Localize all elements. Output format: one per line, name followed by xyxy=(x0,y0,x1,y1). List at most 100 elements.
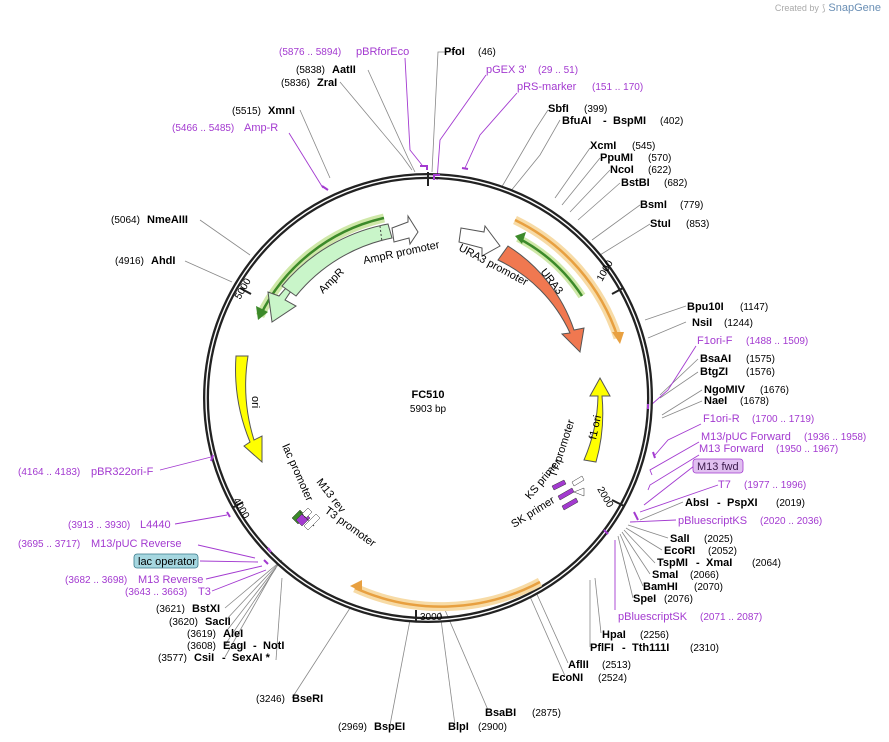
primer-pbr322ori-f-pos: (4164 .. 4183) xyxy=(18,467,80,478)
enzyme-eagi: EagI xyxy=(223,640,246,652)
enzyme-xmai: XmaI xyxy=(706,557,732,569)
enzyme-bfuai-pos: (402) xyxy=(660,116,683,127)
snapgene-brand: Created by ⟆ SnapGene xyxy=(775,2,881,14)
primer-t7-pos: (1977 .. 1996) xyxy=(744,480,806,491)
primer-amp-r: Amp-R xyxy=(244,122,278,134)
tick-3000: 3000 xyxy=(420,612,443,623)
enzyme-alei: AleI xyxy=(223,628,243,640)
enzyme-aatii-pos: (5838) xyxy=(296,65,325,76)
enzyme-tspmi-pos: (2064) xyxy=(752,558,781,569)
enzyme-hpai: HpaI xyxy=(602,629,626,641)
enzyme-xmni: XmnI xyxy=(268,105,295,117)
enzyme-blpi: BlpI xyxy=(448,721,469,733)
enzyme-bsaai-pos: (1575) xyxy=(746,354,775,365)
enzyme-tth111i-sep: - xyxy=(622,642,626,654)
tick-5000: 5000 xyxy=(233,276,254,301)
primer-f1ori-r: F1ori-R xyxy=(703,413,740,425)
enzyme-bsmi-pos: (779) xyxy=(680,200,703,211)
enzyme-sbfi: SbfI xyxy=(548,103,569,115)
enzyme-ppumi-pos: (570) xyxy=(648,153,671,164)
enzyme-nsii: NsiI xyxy=(692,317,712,329)
enzyme-naei-pos: (1678) xyxy=(740,396,769,407)
enzyme-ecori: EcoRI xyxy=(664,545,695,557)
enzyme-absi: AbsI xyxy=(685,497,709,509)
primer-m13-fwd: M13 fwd xyxy=(697,461,739,473)
feature-lac-operator: lac operator xyxy=(138,556,196,568)
primer-pbrforeco: pBRforEco xyxy=(356,46,409,58)
enzyme-nsii-pos: (1244) xyxy=(724,318,753,329)
primer-f1ori-f-pos: (1488 .. 1509) xyxy=(746,336,808,347)
enzyme-bpu10i-pos: (1147) xyxy=(740,302,768,313)
enzyme-econi: EcoNI xyxy=(552,672,583,684)
enzyme-naei: NaeI xyxy=(704,395,727,407)
enzyme-sexai-sep: - xyxy=(222,652,226,664)
primer-pbrforeco-pos: (5876 .. 5894) xyxy=(279,47,341,58)
enzyme-bspei-pos: (2969) xyxy=(338,722,367,733)
enzyme-spei: SpeI xyxy=(633,593,656,605)
primer-l4440: L4440 xyxy=(140,519,171,531)
feature-t3-promoter: T3 promoter xyxy=(322,505,378,550)
enzyme-bspmi: BspMI xyxy=(613,115,646,127)
tick-2000: 2000 xyxy=(594,485,615,510)
primer-m13-reverse: M13 Reverse xyxy=(138,574,203,586)
plasmid-size: 5903 bp xyxy=(410,404,447,415)
enzyme-ncoi: NcoI xyxy=(610,164,634,176)
primer-t7: T7 xyxy=(718,479,731,491)
enzyme-econi-pos: (2524) xyxy=(598,673,627,684)
enzyme-sacii-pos: (3620) xyxy=(169,617,198,628)
enzyme-pspxi: PspXI xyxy=(727,497,758,509)
ura3-orf-green xyxy=(517,236,584,297)
enzyme-bspei: BspEI xyxy=(374,721,405,733)
enzyme-ecori-pos: (2052) xyxy=(708,546,737,557)
enzyme-btgzi-pos: (1576) xyxy=(746,367,775,378)
enzyme-smai: SmaI xyxy=(652,569,678,581)
lac-region-features xyxy=(291,507,321,531)
enzyme-tth111i: Tth111I xyxy=(632,642,669,654)
snapgene-logo-icon: ⟆ xyxy=(821,2,826,13)
enzyme-btgzi: BtgZI xyxy=(700,366,728,378)
primer-m13puc-forward-pos: (1936 .. 1958) xyxy=(804,432,866,443)
enzyme-sexai: SexAI * xyxy=(232,652,271,664)
enzyme-bstbi-pos: (682) xyxy=(664,178,687,189)
enzyme-sali: SalI xyxy=(670,533,690,545)
enzyme-ahdi-pos: (4916) xyxy=(115,256,144,267)
primer-m13-forward: M13 Forward xyxy=(699,443,764,455)
lac-operator-box xyxy=(133,553,199,569)
enzyme-zrai-pos: (5836) xyxy=(281,78,310,89)
enzyme-absi-pos: (2019) xyxy=(776,498,805,509)
enzyme-pspxi-sep: - xyxy=(717,497,721,509)
m13-fwd-box xyxy=(692,458,744,474)
enzyme-bseri: BseRI xyxy=(292,693,323,705)
site-leader-lines xyxy=(184,51,703,726)
feature-ori: ori xyxy=(249,396,261,408)
primer-m13puc-reverse-pos: (3695 .. 3717) xyxy=(18,539,80,550)
enzyme-bamhi-pos: (2070) xyxy=(694,582,723,593)
enzyme-ncoi-pos: (622) xyxy=(648,165,671,176)
enzyme-bsmi: BsmI xyxy=(640,199,667,211)
enzyme-bsaai: BsaAI xyxy=(700,353,731,365)
enzyme-bsabi-pos: (2875) xyxy=(532,708,561,719)
enzyme-pflfi: PflFI xyxy=(590,642,614,654)
ura3-feature xyxy=(497,245,585,354)
primer-pbluescriptsk: pBluescriptSK xyxy=(618,611,688,623)
enzyme-csii-pos: (3577) xyxy=(158,653,187,664)
primer-pbluescriptks: pBluescriptKS xyxy=(678,515,747,527)
enzyme-sacii: SacII xyxy=(205,616,231,628)
primer-t3: T3 xyxy=(198,586,211,598)
plasmid-name: FC510 xyxy=(411,389,444,401)
enzyme-hpai-pos: (2256) xyxy=(640,630,669,641)
ks-sk-region-features xyxy=(551,475,585,511)
enzyme-pfoi: PfoI xyxy=(444,46,465,58)
ori-feature xyxy=(235,355,263,464)
enzyme-ppumi: PpuMI xyxy=(600,152,633,164)
enzyme-noti: NotI xyxy=(263,640,284,652)
enzyme-sali-pos: (2025) xyxy=(704,534,733,545)
enzyme-xmai-sep: - xyxy=(696,557,700,569)
enzyme-bstbi: BstBI xyxy=(621,177,650,189)
primer-marks xyxy=(210,165,656,565)
enzyme-nmeaiii-pos: (5064) xyxy=(111,215,140,226)
enzyme-xmni-pos: (5515) xyxy=(232,106,261,117)
f1-ori-feature xyxy=(583,376,611,463)
enzyme-stui-pos: (853) xyxy=(686,219,709,230)
enzyme-noti-sep: - xyxy=(253,640,257,652)
